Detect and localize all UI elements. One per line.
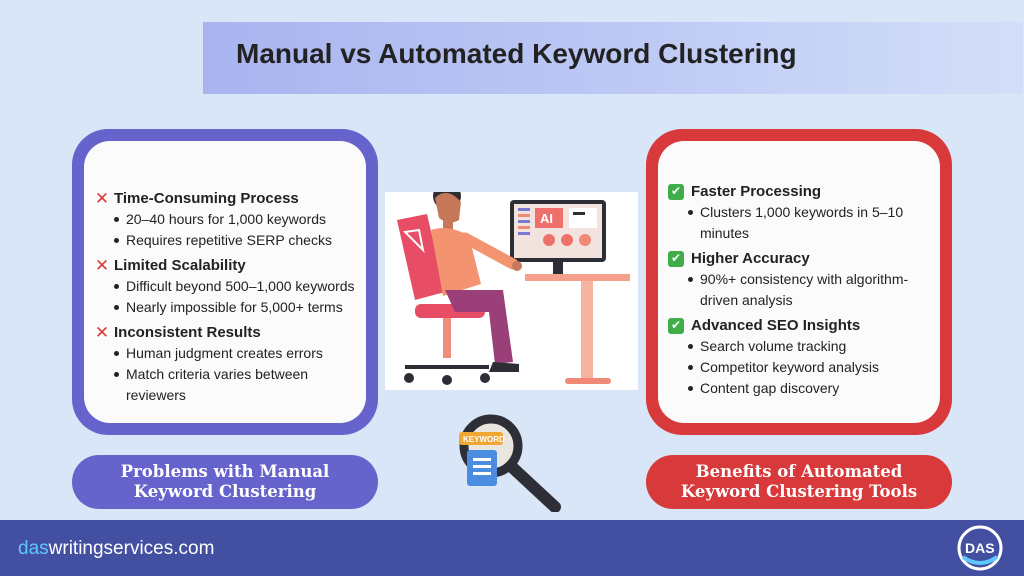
bullet-list: Human judgment creates errors Match crit… bbox=[94, 343, 366, 406]
problem-section: ✕ Time-Consuming Process 20–40 hours for… bbox=[94, 188, 366, 251]
cross-icon: ✕ bbox=[94, 256, 110, 275]
bullet-list: Search volume tracking Competitor keywor… bbox=[668, 336, 940, 399]
pill-label-line: Keyword Clustering bbox=[133, 482, 317, 501]
title-banner bbox=[203, 22, 1023, 94]
bullet-list: 90%+ consistency with algorithm-driven a… bbox=[668, 269, 940, 311]
bullet-list: Difficult beyond 500–1,000 keywords Near… bbox=[94, 276, 366, 318]
bullet-item: Content gap discovery bbox=[686, 378, 940, 399]
cross-icon: ✕ bbox=[94, 189, 110, 208]
brand-rest: writingservices.com bbox=[48, 538, 215, 559]
illustration-svg: AI bbox=[397, 182, 630, 385]
cross-icon: ✕ bbox=[94, 323, 110, 342]
bullet-item: Clusters 1,000 keywords in 5–10 minutes bbox=[686, 202, 940, 244]
manual-problems-panel: ✕ Time-Consuming Process 20–40 hours for… bbox=[72, 129, 378, 435]
check-icon: ✔ bbox=[668, 317, 684, 334]
bullet-item: Difficult beyond 500–1,000 keywords bbox=[112, 276, 366, 297]
automated-benefits-panel: ✔ Faster Processing Clusters 1,000 keywo… bbox=[646, 129, 952, 435]
bullet-list: Clusters 1,000 keywords in 5–10 minutes bbox=[668, 202, 940, 244]
section-heading: Inconsistent Results bbox=[114, 324, 261, 341]
benefit-section: ✔ Advanced SEO Insights Search volume tr… bbox=[668, 315, 940, 399]
automated-benefits-card: ✔ Faster Processing Clusters 1,000 keywo… bbox=[658, 141, 940, 423]
pill-label-line: Benefits of Automated bbox=[695, 462, 903, 481]
das-logo-icon: DAS bbox=[955, 523, 1005, 573]
brand-accent: das bbox=[18, 538, 49, 559]
automated-label-pill: Benefits of Automated Keyword Clustering… bbox=[646, 455, 952, 509]
bullet-item: Search volume tracking bbox=[686, 336, 940, 357]
section-heading: Advanced SEO Insights bbox=[691, 317, 861, 334]
pill-label-line: Keyword Clustering Tools bbox=[680, 482, 918, 501]
person-at-computer-illustration: AI bbox=[385, 182, 638, 390]
svg-text:AI: AI bbox=[540, 211, 553, 226]
footer-bar bbox=[0, 520, 1024, 576]
benefit-section: ✔ Faster Processing Clusters 1,000 keywo… bbox=[668, 181, 940, 244]
svg-text:KEYWORD: KEYWORD bbox=[463, 435, 505, 444]
benefit-section: ✔ Higher Accuracy 90%+ consistency with … bbox=[668, 248, 940, 311]
footer-brand-link[interactable]: daswritingservices.com bbox=[18, 538, 214, 560]
manual-problems-card: ✕ Time-Consuming Process 20–40 hours for… bbox=[84, 141, 366, 423]
problem-section: ✕ Limited Scalability Difficult beyond 5… bbox=[94, 255, 366, 318]
section-heading: Higher Accuracy bbox=[691, 250, 810, 267]
bullet-item: Nearly impossible for 5,000+ terms bbox=[112, 297, 366, 318]
bullet-item: 20–40 hours for 1,000 keywords bbox=[112, 209, 366, 230]
section-heading: Time-Consuming Process bbox=[114, 190, 299, 207]
pill-label-line: Problems with Manual bbox=[120, 462, 330, 481]
check-icon: ✔ bbox=[668, 250, 684, 267]
bullet-item: Requires repetitive SERP checks bbox=[112, 230, 366, 251]
bullet-item: Competitor keyword analysis bbox=[686, 357, 940, 378]
bullet-item: Match criteria varies between reviewers bbox=[112, 364, 366, 406]
page-title: Manual vs Automated Keyword Clustering bbox=[236, 38, 797, 69]
manual-label-pill: Problems with Manual Keyword Clustering bbox=[72, 455, 378, 509]
check-icon: ✔ bbox=[668, 183, 684, 200]
section-heading: Faster Processing bbox=[691, 183, 822, 200]
magnifier-icon: KEYWORD bbox=[455, 412, 567, 513]
bullet-item: 90%+ consistency with algorithm-driven a… bbox=[686, 269, 940, 311]
bullet-item: Human judgment creates errors bbox=[112, 343, 366, 364]
svg-text:DAS: DAS bbox=[965, 540, 995, 556]
problem-section: ✕ Inconsistent Results Human judgment cr… bbox=[94, 322, 366, 406]
section-heading: Limited Scalability bbox=[114, 257, 246, 274]
bullet-list: 20–40 hours for 1,000 keywords Requires … bbox=[94, 209, 366, 251]
